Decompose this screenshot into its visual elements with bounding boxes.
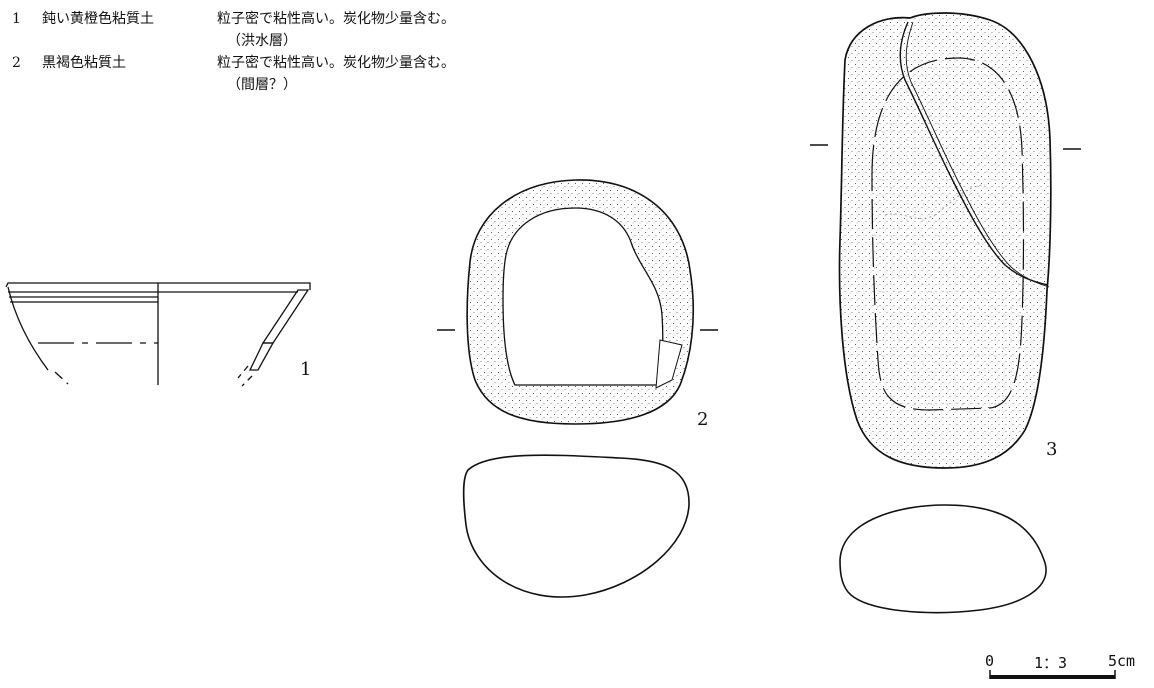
scale-ratio-label: 1：3 (1034, 654, 1068, 672)
figure-label-2: 2 (697, 409, 708, 430)
scale-bar (989, 670, 1116, 679)
elongated-stone-drawing (810, 12, 1081, 614)
figure-label-1: 1 (300, 359, 311, 380)
legend-soil-name: 黒褐色粘質土 (42, 55, 126, 71)
scale-length-label: 5cm (1108, 652, 1136, 670)
figure-label-3: 3 (1046, 439, 1057, 460)
bowl-profile-drawing (5, 282, 311, 387)
legend-note: （洪水層） (227, 33, 297, 49)
legend-description: 粒子密で粘性高い。炭化物少量含む。 (217, 11, 455, 27)
ring-stone-drawing (437, 179, 718, 598)
legend-num: 2 (12, 55, 21, 71)
legend-note: （間層？） (227, 77, 297, 93)
legend-soil-name: 鈍い黄橙色粘質土 (42, 11, 154, 27)
legend-num: 1 (12, 11, 21, 27)
scale-zero-label: 0 (985, 652, 995, 670)
legend-description: 粒子密で粘性高い。炭化物少量含む。 (217, 55, 455, 71)
